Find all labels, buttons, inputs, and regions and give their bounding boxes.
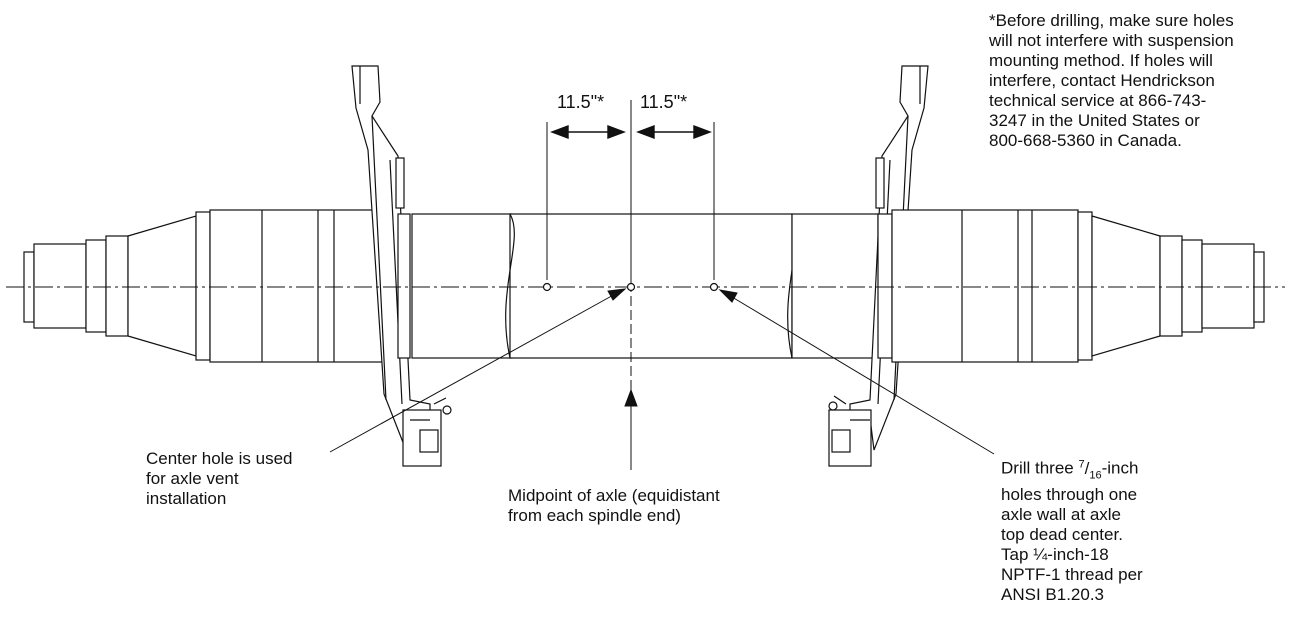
callout-line: NPTF-1 thread per (1001, 565, 1143, 585)
footnote-line: interfere, contact Hendrickson (989, 71, 1215, 90)
callout-line: Drill three 7/16-inch (1001, 454, 1191, 485)
right-arrowhead-right (693, 124, 712, 140)
center-hole-leader-arrowhead (607, 288, 627, 301)
callout-line: for axle vent (146, 469, 239, 488)
left-trailing-arm (351, 65, 452, 467)
left-arrowhead-left (550, 124, 569, 140)
callout-line: Tap ¼-inch-18 (1001, 545, 1109, 565)
fraction-numerator: 7 (1078, 458, 1085, 470)
right-spindle (1077, 211, 1265, 361)
drill-holes-leader (726, 293, 995, 455)
callout-line: from each spindle end) (508, 506, 681, 525)
callout-line: Center hole is used (146, 449, 293, 468)
drill-holes-leader-arrowhead (718, 289, 738, 303)
footnote-line: technical service at 866-743- (989, 91, 1207, 110)
callout-line: holes through one (1001, 485, 1138, 505)
callout-line: Midpoint of axle (equidistant (508, 486, 720, 505)
left-axle-tube (411, 213, 513, 359)
callout-line: axle wall at axle (1001, 505, 1122, 525)
center-axle-tube (505, 213, 797, 359)
fraction-denominator: 16 (1089, 469, 1102, 482)
footnote-line: 800-668-5360 in Canada. (989, 131, 1182, 150)
right-drill-hole (709, 282, 719, 292)
left-drill-hole (542, 282, 552, 292)
center-hole-leader (329, 292, 618, 453)
right-axle-tube (791, 213, 879, 359)
drill-intro: Drill three (1001, 458, 1074, 478)
right-arrowhead-left (636, 124, 655, 140)
footnote-line: 3247 in the United States or (989, 111, 1200, 130)
center-hole-callout: Center hole is used for axle vent instal… (146, 449, 346, 509)
callout-line: ANSI B1.20.3 (1001, 585, 1105, 605)
center-drill-hole (626, 282, 636, 292)
right-dimension-label: 11.5"* (640, 92, 688, 112)
left-dimension-label: 11.5"* (557, 92, 605, 112)
midpoint-callout: Midpoint of axle (equidistant from each … (508, 486, 778, 526)
left-arrowhead-right (607, 124, 626, 140)
left-spindle (23, 211, 211, 361)
right-axle-seat (891, 209, 1079, 363)
footnote-line: mounting method. If holes will (989, 51, 1213, 70)
drilling-footnote: *Before drilling, make sure holes will n… (989, 11, 1289, 151)
left-axle-seat (209, 209, 401, 363)
midpoint-leader-arrowhead (624, 388, 638, 407)
footnote-line: *Before drilling, make sure holes (989, 11, 1234, 30)
callout-line: installation (146, 489, 227, 508)
callout-line: top dead center. (1001, 525, 1123, 545)
footnote-line: will not interfere with suspension (989, 31, 1234, 50)
drill-after-fraction: -inch (1101, 458, 1139, 478)
hole-size-fraction: 7/16 (1078, 458, 1102, 482)
drill-holes-callout: Drill three 7/16-inch holes through one … (1001, 454, 1191, 605)
